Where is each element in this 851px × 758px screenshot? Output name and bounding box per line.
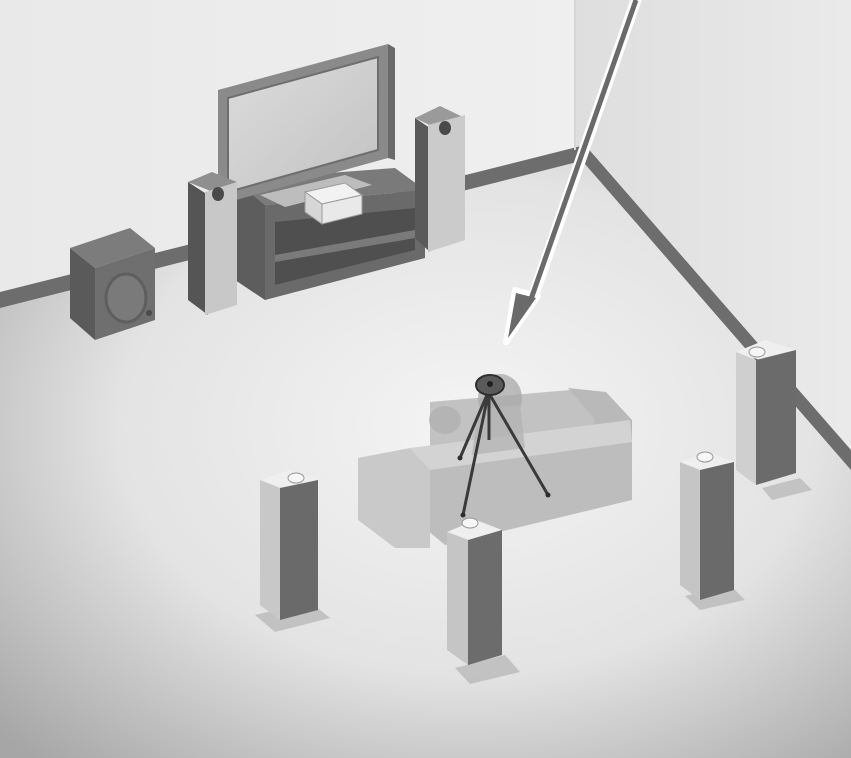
tweeter-icon [697,452,713,462]
tweeter-icon [288,473,304,483]
tweeter-icon [749,347,765,357]
tweeter-icon [212,187,224,201]
tweeter-icon [462,518,478,528]
subwoofer-driver [106,274,146,322]
subwoofer [70,228,155,340]
front-right-speaker [415,106,465,252]
front-left-speaker [188,172,237,315]
tweeter-icon [439,121,451,135]
